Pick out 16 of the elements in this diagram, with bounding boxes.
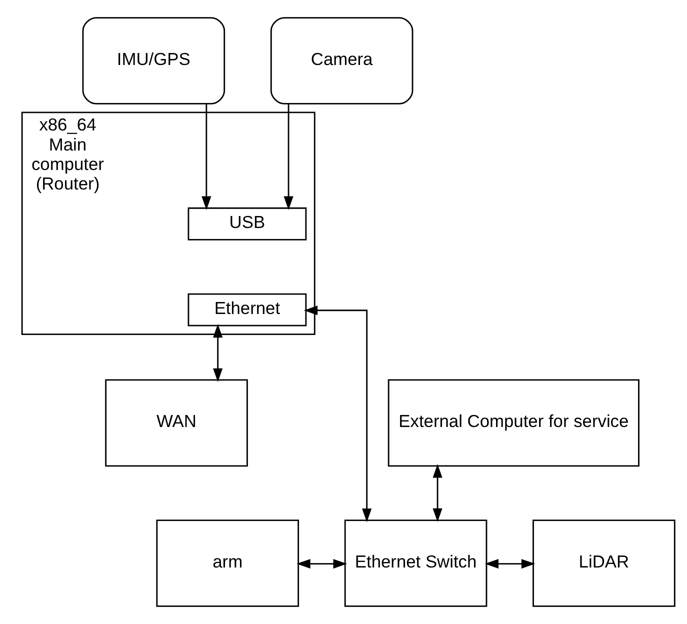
- arrow: [212, 324, 222, 382]
- arrow: [201, 104, 211, 210]
- arrow: [484, 558, 535, 569]
- node-box: LiDAR: [532, 520, 675, 607]
- node-box: IMU/GPS: [82, 17, 225, 104]
- node-box: Ethernet: [187, 293, 306, 326]
- node-box: arm: [156, 520, 299, 607]
- arrow: [283, 104, 293, 210]
- node-box: Ethernet Switch: [344, 520, 487, 607]
- arrow: [303, 306, 372, 522]
- arrow: [432, 464, 442, 522]
- node-box: USB: [187, 207, 306, 240]
- arrow: [296, 558, 346, 569]
- node-box: Camera: [270, 17, 413, 104]
- node-box: External Computer for service: [387, 379, 639, 467]
- node-box: WAN: [104, 379, 248, 467]
